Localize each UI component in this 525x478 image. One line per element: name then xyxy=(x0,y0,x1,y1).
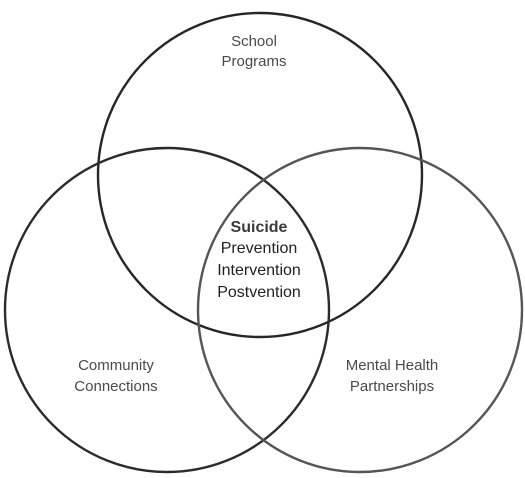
community-label-line2: Connections xyxy=(74,378,157,395)
mental-health-label-line2: Partnerships xyxy=(350,378,434,395)
mental-health-label-line1: Mental Health xyxy=(346,357,439,374)
center-title: Suicide xyxy=(231,219,288,236)
school-label-line2: Programs xyxy=(221,53,286,70)
community-label-line1: Community xyxy=(78,357,154,374)
school-label-line1: School xyxy=(231,33,277,50)
mental-health-partnerships-circle xyxy=(196,146,524,474)
school-programs-circle xyxy=(96,11,424,339)
center-line-prevention: Prevention xyxy=(221,240,298,257)
center-line-postvention: Postvention xyxy=(217,284,301,301)
center-line-intervention: Intervention xyxy=(217,262,301,279)
community-connections-circle xyxy=(3,146,331,474)
